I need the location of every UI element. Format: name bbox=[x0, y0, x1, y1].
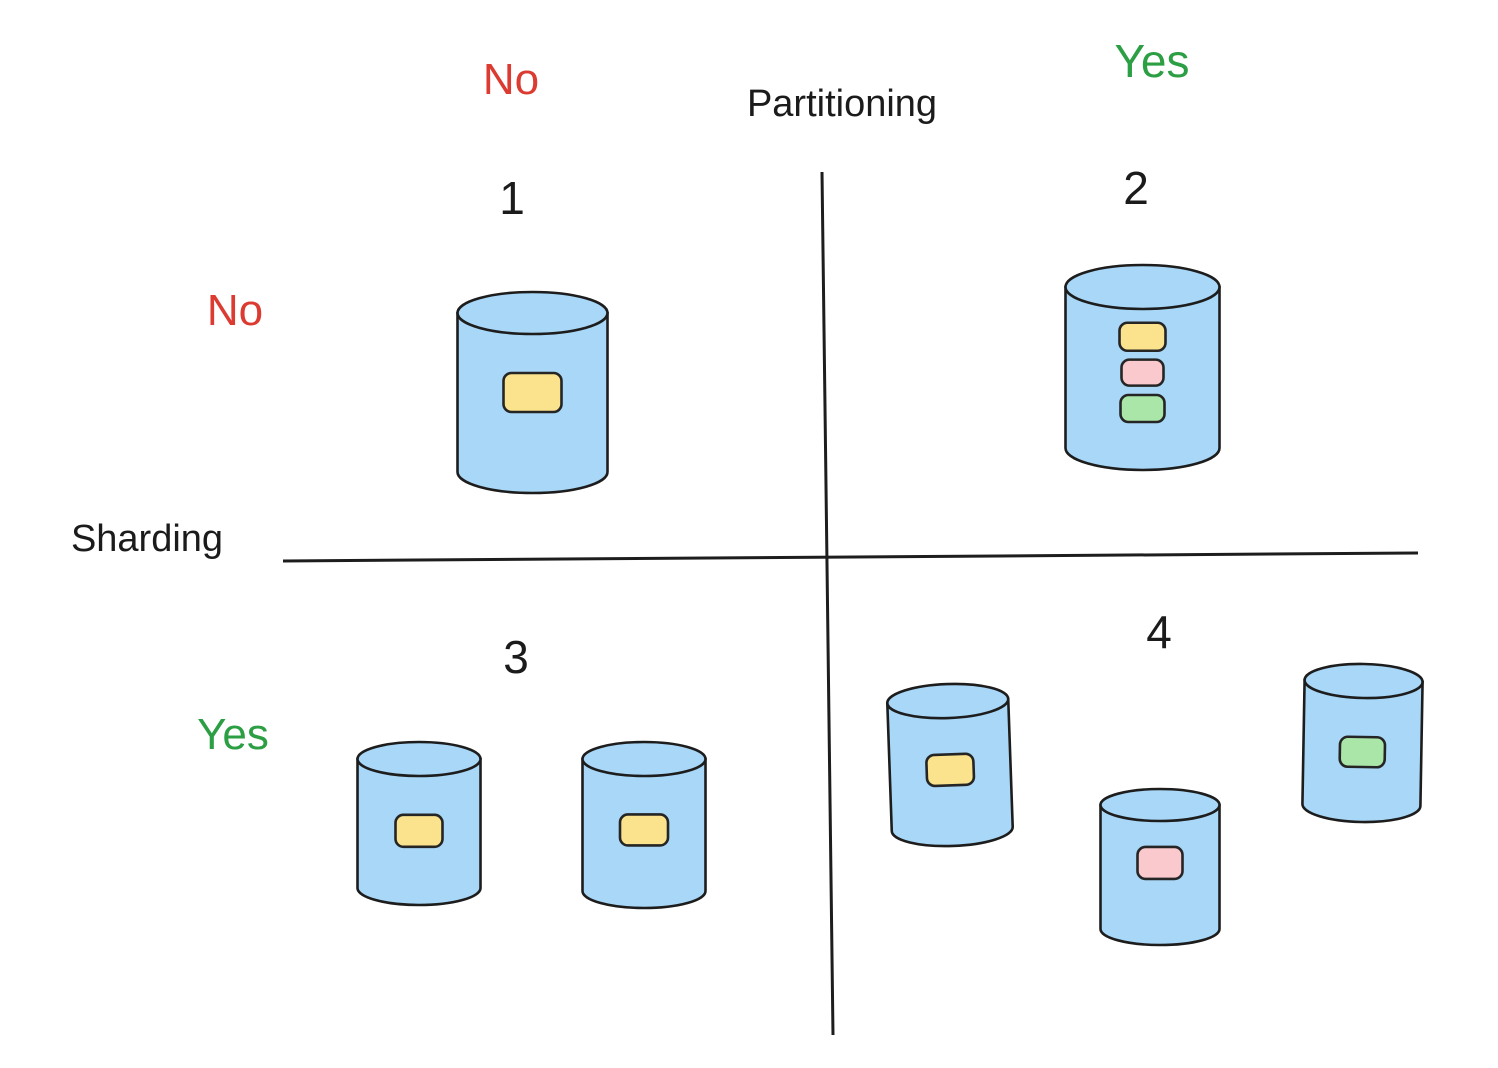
database-cylinder-q3-2 bbox=[356, 740, 482, 907]
cylinder-top-ellipse bbox=[1064, 263, 1221, 311]
data-chunk-yellow bbox=[1118, 321, 1167, 353]
horizontal-axis-line bbox=[282, 551, 1419, 563]
data-chunk-yellow bbox=[394, 813, 444, 849]
partitioning-no-label: No bbox=[482, 55, 540, 104]
database-cylinder-q4-4 bbox=[885, 682, 1014, 848]
database-cylinder-q4-6 bbox=[1301, 662, 1424, 824]
database-cylinder-q4-5 bbox=[1099, 787, 1221, 947]
sharding-axis-title: Sharding bbox=[70, 518, 224, 560]
data-chunk-yellow bbox=[925, 752, 976, 788]
database-cylinder-q3-3 bbox=[581, 740, 707, 910]
database-cylinder-q1-0 bbox=[456, 290, 609, 495]
quadrant-2-number: 2 bbox=[1123, 162, 1149, 214]
cylinder-top-ellipse bbox=[456, 290, 609, 336]
quadrant-3-number: 3 bbox=[503, 631, 529, 683]
cylinder-top-ellipse bbox=[1099, 787, 1221, 823]
sharding-yes-label: Yes bbox=[197, 710, 269, 759]
quadrant-4-number: 4 bbox=[1146, 606, 1172, 658]
sharding-no-label: No bbox=[206, 286, 264, 335]
database-cylinder-q2-1 bbox=[1064, 263, 1221, 472]
partitioning-axis-title: Partitioning bbox=[746, 83, 938, 125]
data-chunk-green bbox=[1338, 735, 1387, 769]
partitioning-yes-label: Yes bbox=[1114, 35, 1190, 87]
vertical-axis-line bbox=[820, 171, 835, 1036]
cylinder-top-ellipse bbox=[356, 740, 482, 778]
data-chunk-yellow bbox=[502, 371, 563, 414]
cylinder-top-ellipse bbox=[581, 740, 707, 778]
data-chunk-pink bbox=[1120, 358, 1165, 387]
cylinder-top-ellipse bbox=[1303, 662, 1424, 700]
cylinder-top-ellipse bbox=[886, 682, 1010, 720]
quadrant-1-number: 1 bbox=[499, 172, 525, 224]
data-chunk-yellow bbox=[618, 813, 670, 847]
data-chunk-green bbox=[1119, 393, 1166, 424]
data-chunk-pink bbox=[1136, 845, 1184, 881]
